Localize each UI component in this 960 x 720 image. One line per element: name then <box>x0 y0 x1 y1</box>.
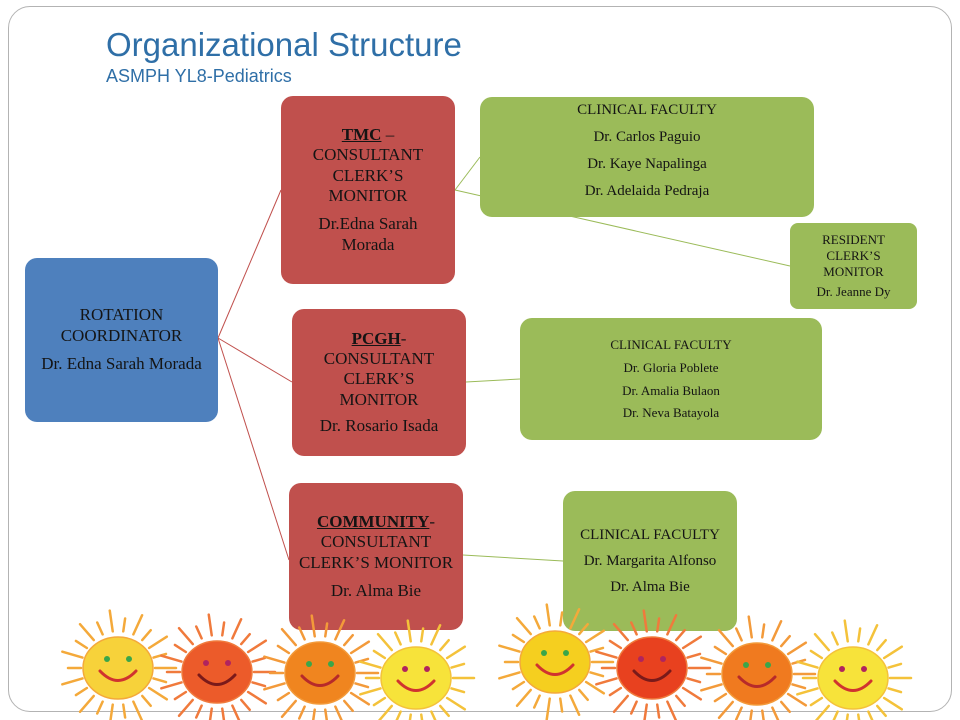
tmc-site: TMC <box>341 124 382 144</box>
sun-icon <box>263 614 380 720</box>
tmc-sep: – <box>381 124 395 144</box>
sun-icon <box>498 603 615 720</box>
pcgh-faculty-member: Dr. Amalia Bulaon <box>622 382 720 398</box>
tmc-faculty-member: Dr. Kaye Napalinga <box>587 156 707 172</box>
connector-coordinator-tmc <box>217 189 282 339</box>
connector-tmc-faculty <box>454 156 481 191</box>
community-site: COMMUNITY <box>316 511 430 531</box>
sun-icon <box>359 619 476 720</box>
sun-icon <box>160 613 277 720</box>
pcgh-faculty-member: Dr. Neva Batayola <box>622 405 720 421</box>
community-heading: COMMUNITY- <box>317 512 435 532</box>
tmc-name: Dr.Edna Sarah Morada <box>318 214 418 254</box>
pcgh-sep: - <box>400 328 407 348</box>
resident-monitor-box: RESIDENT CLERK’S MONITOR Dr. Jeanne Dy <box>790 223 917 309</box>
connector-pcgh-faculty <box>465 378 521 383</box>
community-sep: - <box>429 511 436 531</box>
pcgh-faculty-box: CLINICAL FACULTY Dr. Gloria Poblete Dr. … <box>520 318 822 440</box>
sun-icon <box>796 619 913 720</box>
sun-icon <box>595 609 712 720</box>
community-faculty-member: Dr. Margarita Alfonso <box>583 553 717 569</box>
pcgh-faculty-member: Dr. Gloria Poblete <box>623 359 719 375</box>
slide-subtitle: ASMPH YL8-Pediatrics <box>106 66 292 86</box>
pcgh-role: CONSULTANT CLERK’S MONITOR <box>323 348 435 409</box>
tmc-role: CONSULTANT CLERK’S MONITOR <box>312 145 424 205</box>
connector-coordinator-community <box>217 337 290 561</box>
tmc-faculty-box: CLINICAL FACULTY Dr. Carlos Paguio Dr. K… <box>480 97 814 217</box>
sun-icon <box>61 609 178 720</box>
pcgh-site: PCGH <box>351 328 401 348</box>
pcgh-name: Dr. Rosario Isada <box>319 416 439 436</box>
pcgh-heading: PCGH- <box>352 329 407 349</box>
community-faculty-box: CLINICAL FACULTY Dr. Margarita Alfonso D… <box>563 491 737 631</box>
resident-name: Dr. Jeanne Dy <box>816 284 891 300</box>
coordinator-role: ROTATION COORDINATOR <box>60 305 183 345</box>
resident-role: RESIDENT CLERK’S MONITOR <box>822 232 885 279</box>
tmc-heading: TMC – <box>342 125 394 145</box>
community-role: CONSULTANT CLERK’S MONITOR <box>298 532 454 572</box>
tmc-faculty-member: Dr. Carlos Paguio <box>593 129 701 145</box>
slide-title: Organizational Structure <box>106 26 462 63</box>
community-faculty-heading: CLINICAL FACULTY <box>580 527 720 543</box>
tmc-faculty-heading: CLINICAL FACULTY <box>577 102 717 118</box>
slide-frame <box>8 6 952 712</box>
sun-icon <box>700 615 817 720</box>
community-monitor-box: COMMUNITY- CONSULTANT CLERK’S MONITOR Dr… <box>289 483 463 630</box>
pcgh-monitor-box: PCGH- CONSULTANT CLERK’S MONITOR Dr. Ros… <box>292 309 466 456</box>
connector-coordinator-pcgh <box>217 337 293 383</box>
community-name: Dr. Alma Bie <box>330 580 422 600</box>
tmc-monitor-box: TMC – CONSULTANT CLERK’S MONITOR Dr.Edna… <box>281 96 455 284</box>
coordinator-name: Dr. Edna Sarah Morada <box>41 354 202 374</box>
community-faculty-member: Dr. Alma Bie <box>610 579 690 595</box>
tmc-faculty-member: Dr. Adelaida Pedraja <box>584 183 710 199</box>
pcgh-faculty-heading: CLINICAL FACULTY <box>610 337 732 353</box>
connector-community-faculty <box>462 554 564 562</box>
rotation-coordinator-box: ROTATION COORDINATOR Dr. Edna Sarah Mora… <box>25 258 218 422</box>
